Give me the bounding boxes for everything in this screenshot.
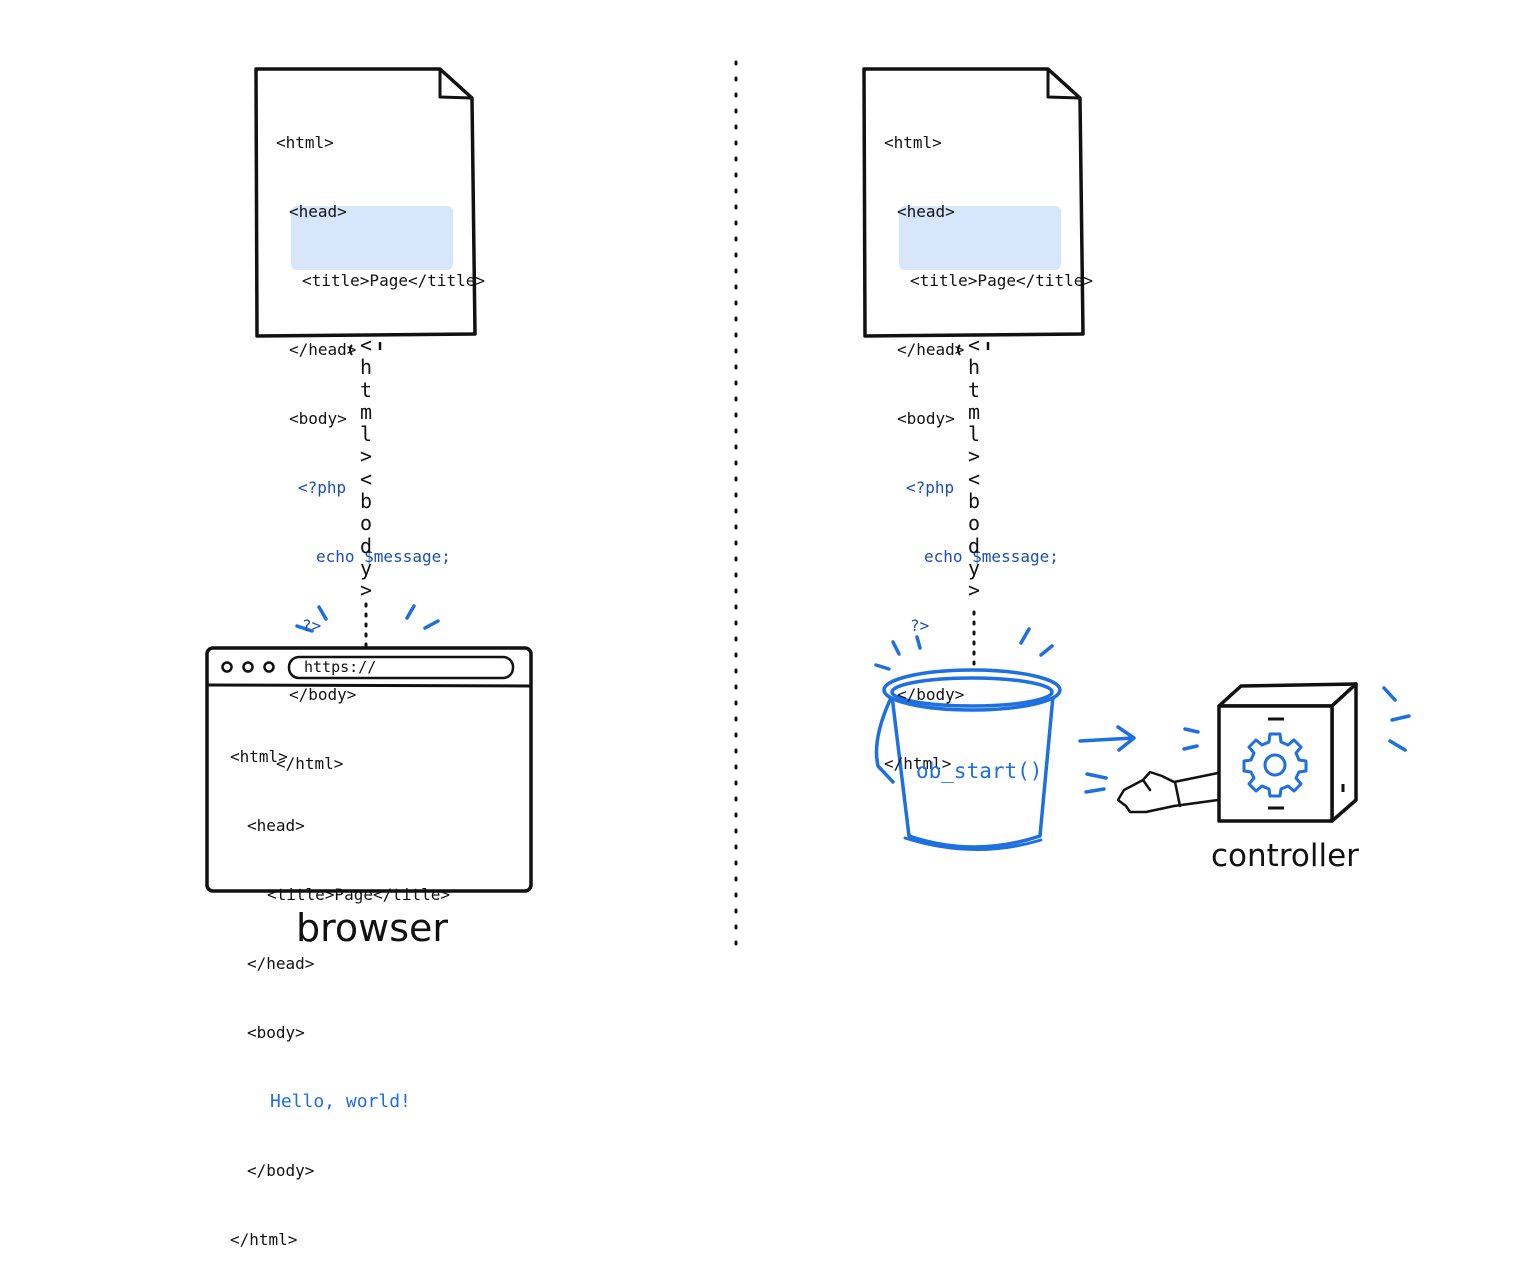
- right-html-stream: < h t m l > < b o d y >: [962, 334, 986, 602]
- code-line: </head>: [289, 340, 357, 359]
- code-line: <title>Page</title>: [267, 885, 451, 904]
- stream-char: >: [359, 444, 373, 469]
- stream-char: <: [359, 466, 373, 491]
- stream-char: o: [359, 511, 373, 536]
- window-dot-icon: [221, 661, 233, 673]
- code-line: </body>: [247, 1161, 315, 1180]
- code-line: </html>: [276, 754, 344, 773]
- stream-char: >: [359, 578, 373, 603]
- stream-char: b: [967, 489, 981, 514]
- left-html-stream: < h t m l > < b o d y >: [354, 334, 378, 602]
- code-line: <body>: [289, 409, 347, 428]
- diagram-canvas: [205, 60, 1411, 952]
- code-line: </head>: [897, 340, 965, 359]
- window-dot-icon: [242, 661, 254, 673]
- php-code-line: <?php: [906, 478, 955, 497]
- splash-marks-browser: [295, 604, 440, 633]
- php-code-line: ?>: [910, 616, 930, 635]
- code-line: </body>: [897, 685, 965, 704]
- stream-char: m: [359, 399, 373, 424]
- stream-char: l: [967, 422, 981, 447]
- arrow-to-controller: [1078, 725, 1136, 794]
- controller-sparks: [1182, 686, 1411, 752]
- php-highlight: [899, 206, 1061, 270]
- code-line: </body>: [289, 685, 357, 704]
- code-line: <body>: [897, 409, 955, 428]
- stream-char: t: [359, 377, 373, 402]
- code-line: <html>: [884, 133, 942, 152]
- rendered-output: Hello, world!: [270, 1091, 411, 1112]
- bucket-label: ob_start(): [916, 759, 1043, 783]
- stream-char: >: [967, 578, 981, 603]
- stream-char: l: [359, 422, 373, 447]
- code-line: <head>: [897, 202, 955, 221]
- stream-char: <: [967, 333, 981, 357]
- stream-char: >: [967, 444, 981, 469]
- php-code-line: echo $message;: [924, 547, 1059, 566]
- controller-box: [1217, 682, 1358, 823]
- gear-icon: [1242, 732, 1308, 798]
- php-highlight: [291, 206, 453, 270]
- output-buffer-bucket: [874, 668, 1062, 851]
- hand-icon: [1116, 770, 1220, 814]
- stream-char: y: [359, 555, 373, 580]
- window-dot-icon: [263, 661, 275, 673]
- address-bar-url: https://: [304, 658, 377, 676]
- stream-char: o: [967, 511, 981, 536]
- browser-content: <html> <head> <title>Page</title> </head…: [230, 699, 450, 1274]
- stream-char: <: [359, 333, 373, 357]
- code-line: <html>: [276, 133, 334, 152]
- stream-char: m: [967, 399, 981, 424]
- address-bar: [287, 655, 515, 680]
- stream-char: d: [359, 533, 373, 558]
- code-line: <head>: [247, 816, 305, 835]
- controller-caption: controller: [1211, 838, 1359, 874]
- left-source-document: [254, 67, 477, 338]
- code-line: <head>: [289, 202, 347, 221]
- stream-char: y: [967, 555, 981, 580]
- code-line: <html>: [230, 747, 288, 766]
- stream-char: <: [967, 466, 981, 491]
- php-code-line: echo $message;: [316, 547, 451, 566]
- right-source-document: [862, 67, 1085, 338]
- code-line: </html>: [884, 754, 952, 773]
- left-source-code: <html> <head> <title>Page</title> </head…: [276, 85, 485, 798]
- stream-char: h: [967, 355, 981, 380]
- splash-marks-bucket: [874, 627, 1054, 671]
- stream-char: d: [967, 533, 981, 558]
- php-code-line: ?>: [302, 616, 322, 635]
- php-code-line: <?php: [298, 478, 347, 497]
- code-line: <title>Page</title>: [910, 271, 1094, 290]
- code-line: <title>Page</title>: [302, 271, 486, 290]
- stream-char: t: [967, 377, 981, 402]
- code-line: <body>: [247, 1023, 305, 1042]
- code-line: </html>: [230, 1230, 298, 1249]
- stream-char: h: [359, 355, 373, 380]
- browser-caption: browser: [296, 906, 449, 950]
- left-stream-ticks: [349, 342, 382, 654]
- right-source-code: <html> <head> <title>Page</title> </head…: [884, 85, 1093, 798]
- browser-window: [205, 646, 533, 893]
- code-line: </head>: [247, 954, 315, 973]
- stream-char: b: [359, 489, 373, 514]
